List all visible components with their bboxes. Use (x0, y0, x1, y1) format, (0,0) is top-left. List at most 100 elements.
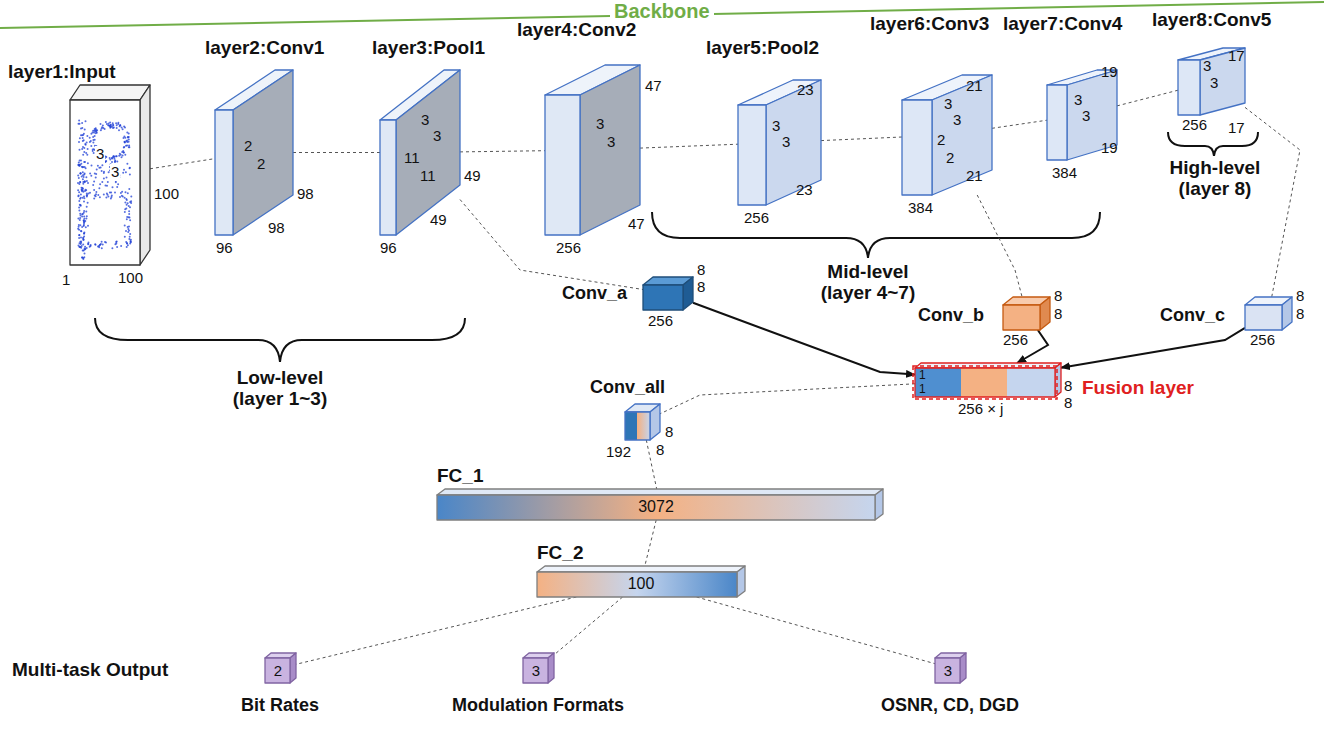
cuboid-shape (625, 404, 660, 440)
dimension-label: 1 (919, 369, 926, 382)
output-unit: 2Bit Rates (265, 653, 296, 683)
layer-title: layer8:Conv5 (1152, 10, 1271, 31)
dimension-label: 49 (464, 168, 481, 185)
layer-title: FC_1 (437, 466, 483, 487)
conv-layer: layer6:Conv333212221384 (902, 75, 992, 195)
branch-title: Conv_all (590, 378, 665, 398)
dimension-label: 3 (1074, 92, 1082, 109)
group-label: High-level (layer 8) (1160, 158, 1270, 200)
dimension-label: 3 (433, 128, 441, 145)
dimension-label: 98 (268, 220, 285, 237)
connection-line (460, 151, 545, 152)
dimension-label: 384 (908, 200, 933, 217)
dimension-label: 3 (596, 116, 604, 133)
dimension-label: 2 (937, 132, 945, 149)
dimension-label: 100 (118, 270, 143, 287)
dimension-label: 3 (944, 96, 952, 113)
unit-count: 100 (628, 575, 655, 593)
feature-arrow (1061, 328, 1245, 368)
output-title: Bit Rates (241, 696, 319, 716)
dimension-label: 8 (1054, 288, 1062, 305)
dimension-label: 256 (1182, 117, 1207, 134)
dimension-label: 3 (1203, 58, 1211, 75)
dimension-label: 17 (1228, 120, 1245, 137)
dimension-label: 3 (1082, 108, 1090, 125)
dimension-label: 1 (919, 383, 926, 396)
connection-line (660, 384, 915, 414)
bracket (95, 318, 465, 362)
unit-count: 3072 (638, 498, 674, 516)
output-unit: 3Modulation Formats (523, 653, 554, 683)
layer-title: layer5:Pool2 (706, 38, 819, 59)
output-unit: 3OSNR, CD, DGD (935, 653, 966, 683)
dimension-label: 23 (797, 82, 814, 99)
dimension-label: 2 (244, 138, 252, 155)
dimension-label: 11 (404, 150, 420, 167)
dimension-label: 96 (380, 240, 397, 257)
dimension-label: 3 (1210, 75, 1218, 92)
output-size: 3 (944, 663, 952, 680)
layer-title: layer7:Conv4 (1003, 14, 1122, 35)
fused-conv: Conv_all88192 (625, 404, 660, 440)
layer-title: layer4:Conv2 (517, 20, 636, 41)
dimension-label: 3 (782, 134, 790, 151)
dimension-label: 49 (430, 212, 447, 229)
conv-layer: layer7:Conv4331919384 (1047, 70, 1117, 160)
dimension-label: 3 (772, 118, 780, 135)
fusion-title: Fusion layer (1082, 378, 1194, 399)
dimension-label: 19 (1101, 64, 1118, 81)
connection-line (977, 195, 1022, 297)
branch-title: Conv_a (562, 284, 627, 304)
branch-conv: Conv_a88256 (643, 277, 693, 310)
dimension-label: 8 (1054, 306, 1062, 323)
connection-line (1117, 90, 1178, 106)
connection-line (646, 440, 656, 489)
dimension-label: 8 (697, 262, 705, 279)
connection-line (697, 597, 936, 664)
connection-line (645, 520, 656, 566)
dimension-label: 47 (645, 78, 662, 95)
output-size: 3 (532, 663, 540, 680)
dimension-label: 8 (1064, 395, 1072, 412)
cuboid-shape (380, 70, 460, 235)
dimension-label: 2 (946, 150, 954, 167)
output-size: 2 (274, 663, 282, 680)
cuboid-shape (215, 70, 293, 235)
connection-line (821, 137, 902, 141)
connection-line (1245, 107, 1300, 297)
dimension-label: 21 (966, 78, 983, 95)
dimension-label: 11 (420, 168, 436, 185)
branch-title: Conv_c (1160, 306, 1225, 326)
bracket (652, 212, 1100, 258)
conv-layer: layer4:Conv2473347256 (545, 65, 640, 235)
connection-line (640, 144, 738, 148)
cuboid-shape (1245, 297, 1292, 330)
feature-arrow (693, 303, 915, 375)
dimension-label: 100 (154, 186, 179, 203)
dimension-label: 384 (1052, 165, 1077, 182)
dimension-label: 3 (110, 164, 120, 181)
group-title: Backbone (610, 0, 714, 22)
dimension-label: 8 (697, 279, 705, 296)
fc-layer: FC_13072 (437, 489, 883, 520)
branch-title: Conv_b (918, 306, 984, 326)
dimension-label: 8 (1296, 288, 1304, 305)
group-label: Low-level (layer 1~3) (215, 368, 345, 410)
branch-conv: Conv_c88256 (1245, 297, 1292, 330)
connection-line (150, 159, 215, 169)
layer-title: layer6:Conv3 (870, 14, 989, 35)
dimension-label: 256 (556, 240, 581, 257)
layer-title: layer3:Pool1 (372, 38, 485, 59)
layer-title: layer2:Conv1 (205, 38, 324, 59)
dimension-label: 3 (607, 134, 615, 151)
dimension-label: 256 (1003, 332, 1028, 349)
dimension-label: 256 × j (958, 401, 1003, 418)
connection-line (554, 597, 623, 655)
cuboid-shape (915, 363, 1061, 397)
dimension-label: 192 (606, 444, 631, 461)
dimension-label: 256 (744, 210, 769, 227)
dimension-label: 3 (421, 112, 429, 129)
